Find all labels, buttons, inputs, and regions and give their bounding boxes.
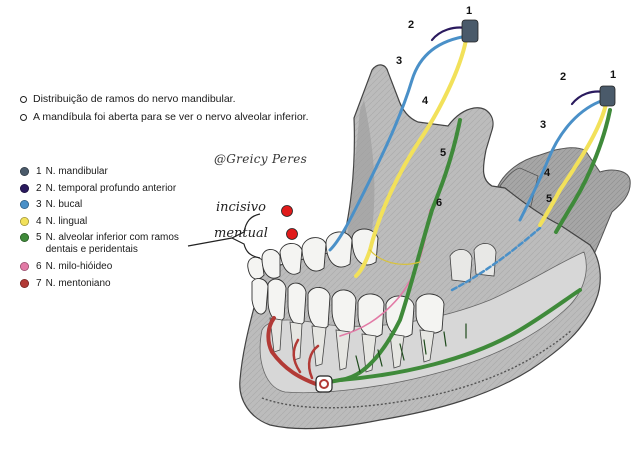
nerve-alveolar-right [554, 108, 612, 234]
header-line-2: A mandíbula foi aberta para se ver o ner… [20, 111, 309, 123]
legend-item-lingual: 4 N. lingual [20, 216, 179, 228]
legend-item-mentoniano: 7 N. mentoniano [20, 278, 179, 290]
legend-item-temporal: 2 N. temporal profundo anterior [20, 183, 179, 195]
marker-incisivo [281, 205, 293, 217]
fig-label-4: 4 [422, 95, 429, 107]
legend-label: N. milo-hióideo [45, 260, 113, 272]
legend-label-cont: dentais e peridentais [45, 244, 138, 256]
bullet-ring-icon [20, 95, 27, 103]
legend-label-block: N. alveolar inferior com ramos dentais e… [46, 232, 179, 256]
fig-label-3: 3 [396, 55, 402, 67]
legend-num: 4 [36, 215, 42, 227]
legend-label: N. mentoniano [45, 277, 111, 289]
nerve-mentoniano [266, 316, 318, 386]
annotation-incisivo: incisivo [216, 200, 266, 215]
fig-label-1: 1 [466, 5, 472, 17]
legend-num: 1 [36, 166, 42, 177]
legend-num: 5 [36, 232, 42, 244]
header-line-1-text: Distribuição de ramos do nervo mandibula… [33, 93, 236, 105]
mental-foramen [315, 375, 333, 393]
legend-label: N. temporal profundo anterior [45, 182, 177, 194]
nerve-mandibular-right [599, 85, 616, 107]
legend-num: 6 [36, 260, 42, 272]
nerve-lingual [354, 38, 468, 278]
watermark: @Greicy Peres [214, 152, 308, 166]
legend-item-bucal: 3 N. bucal [20, 199, 179, 211]
fig-label-2: 2 [408, 19, 414, 31]
legend-dot-lingual [20, 216, 29, 226]
annotation-bracket [230, 213, 261, 259]
annotation-leader [187, 237, 233, 247]
fig-label-5: 5 [440, 147, 446, 159]
nerves-left [266, 19, 582, 386]
legend-label: N. mandibular [45, 166, 108, 177]
nerves-right [518, 85, 616, 234]
fig-label-right-1: 1 [610, 69, 616, 81]
header-line-1: Distribuição de ramos do nervo mandibula… [20, 93, 236, 105]
bullet-ring-icon [20, 113, 27, 121]
nerve-lingual-right [538, 102, 608, 227]
fig-label-right-3: 3 [540, 119, 546, 131]
nerve-bucal-right [518, 98, 606, 222]
legend-label: N. lingual [45, 215, 88, 227]
legend-label: N. alveolar inferior com ramos [45, 232, 179, 244]
nerve-alveolar [316, 118, 462, 386]
legend-num: 2 [36, 182, 42, 194]
legend-dot-bucal [20, 200, 29, 210]
fig-label-right-5: 5 [546, 193, 552, 205]
legend-dot-alveolar [20, 233, 29, 243]
fig-label-6: 6 [436, 197, 442, 209]
far-teeth [449, 243, 497, 283]
upper-teeth [247, 228, 379, 280]
legend-num: 7 [36, 277, 42, 289]
marker-mentual [286, 228, 298, 240]
legend-dot-milohioideo [20, 261, 29, 271]
legend-dot-mandibular [20, 167, 29, 176]
legend-item-alveolar: 5 N. alveolar inferior com ramos dentais… [20, 232, 179, 256]
legend-num: 3 [36, 199, 42, 211]
nerve-bucal [328, 34, 470, 252]
nerve-mandibular [461, 19, 479, 43]
legend-item-milohioideo: 6 N. milo-hióideo [20, 261, 179, 273]
legend-label: N. bucal [45, 199, 83, 211]
legend-dot-mentoniano [20, 278, 29, 288]
fig-label-right-2: 2 [560, 71, 566, 83]
legend: 1 N. mandibular 2 N. temporal profundo a… [20, 166, 179, 294]
legend-dot-temporal [20, 183, 29, 193]
legend-item-mandibular: 1 N. mandibular [20, 166, 179, 178]
header-line-2-text: A mandíbula foi aberta para se ver o ner… [33, 111, 309, 123]
fig-label-right-4: 4 [544, 167, 551, 179]
